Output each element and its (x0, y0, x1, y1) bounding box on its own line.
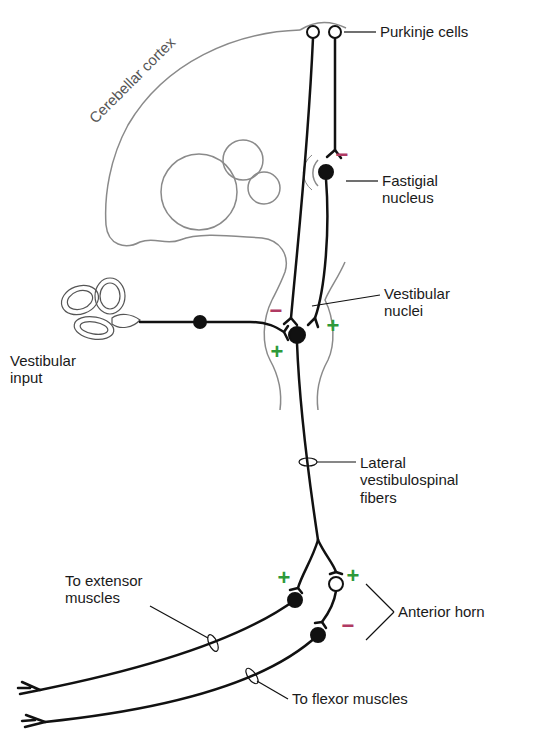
neuron-path (40, 600, 295, 690)
neuron-path (334, 38, 337, 150)
labyrinth (72, 314, 115, 343)
leader-line (366, 584, 394, 640)
minus-sign: − (270, 300, 283, 322)
neuron-path (18, 682, 40, 694)
neuron-path (45, 635, 318, 722)
neuron-body (319, 165, 333, 179)
neuron-path (140, 322, 284, 332)
labyrinth (112, 314, 140, 327)
plus-sign: + (278, 567, 291, 589)
structure-label: Lateral vestibulospinal fibers (360, 454, 480, 506)
neuron-body (194, 316, 206, 328)
neuron-path (322, 591, 336, 622)
leader-line (317, 461, 356, 462)
brain-outline (313, 160, 318, 186)
labyrinth (79, 320, 109, 337)
labyrinth (95, 278, 125, 314)
neuron-path (22, 715, 45, 727)
neuron-body (289, 327, 305, 343)
plus-sign: + (271, 341, 284, 363)
neuron-body (311, 628, 325, 642)
neuron-body (329, 577, 343, 591)
structure-label: Vestibular nuclei (384, 285, 474, 320)
leader-line (150, 606, 208, 638)
neuron-path (330, 572, 342, 574)
neuron-path (284, 326, 288, 340)
plus-sign: + (327, 315, 340, 337)
brain-outline (317, 262, 345, 410)
structure-label: To flexor muscles (292, 690, 492, 707)
labyrinth (57, 278, 140, 342)
neuron-path (315, 179, 327, 318)
leader-line (344, 31, 376, 32)
structure-label: Purkinje cells (380, 23, 530, 40)
leader-line (257, 681, 288, 699)
labyrinth (65, 287, 96, 313)
labyrinth (100, 283, 120, 309)
leader-line (244, 666, 261, 685)
brain-outline (161, 154, 237, 230)
neuron-body (288, 593, 302, 607)
leader-line (346, 180, 378, 181)
minus-sign: − (336, 144, 349, 166)
neuron-path (284, 318, 297, 325)
neuron-body (194, 26, 343, 642)
leader-line (206, 633, 221, 653)
leader-line (150, 32, 394, 699)
neuron-path (298, 540, 318, 588)
structure-label: Vestibular input (10, 352, 100, 387)
brain-outline (248, 172, 280, 204)
plus-sign: + (347, 565, 360, 587)
structure-label: Fastigial nucleus (382, 172, 472, 207)
leader-line (312, 295, 380, 306)
neuron-body (329, 26, 341, 38)
neuron-path (308, 318, 318, 327)
neuron-path (297, 343, 318, 540)
neuron-body (307, 26, 319, 38)
minus-sign: − (342, 615, 355, 637)
neuron-path (315, 622, 326, 628)
neuron-path (318, 540, 336, 572)
neuron-path (18, 38, 342, 727)
neuron-path (291, 38, 313, 318)
structure-label: To extensor muscles (65, 572, 160, 607)
leader-line (299, 458, 317, 466)
structure-label: Anterior horn (398, 603, 532, 620)
